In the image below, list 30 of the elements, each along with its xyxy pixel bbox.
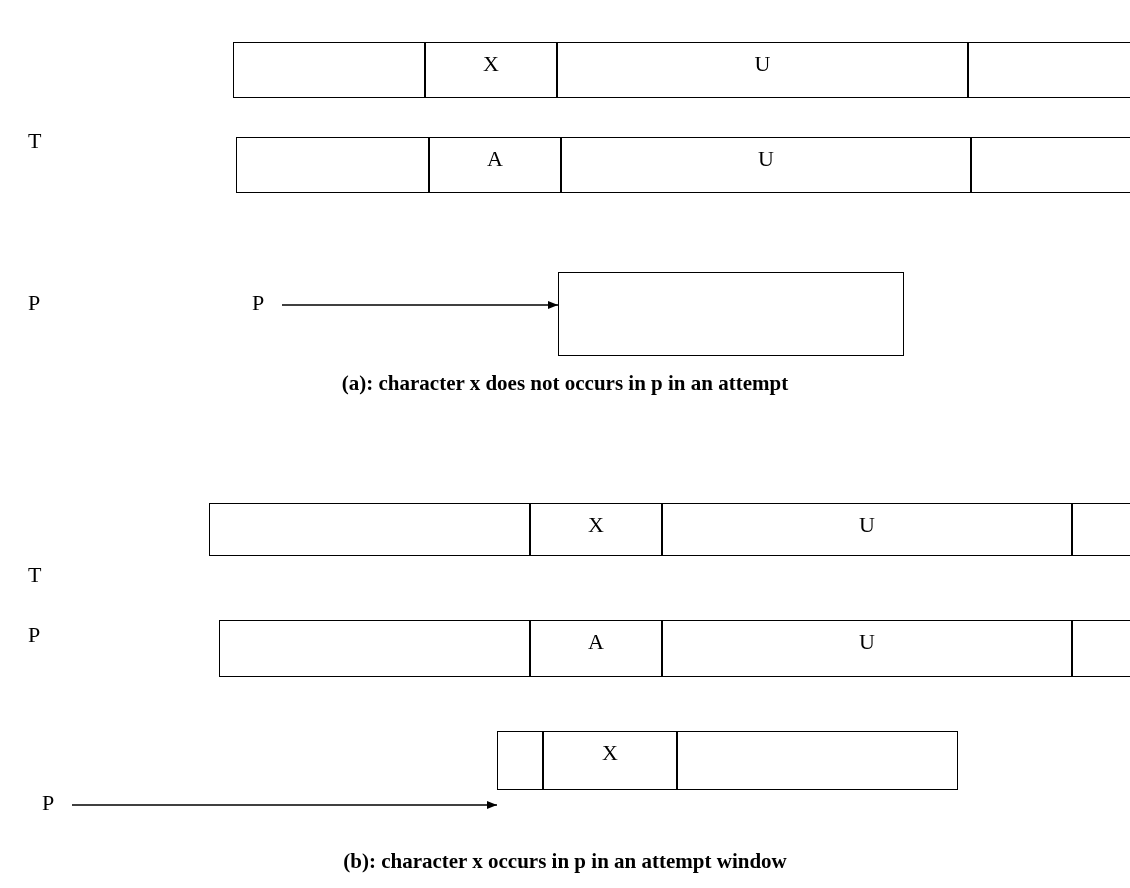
array-cell: [209, 503, 530, 556]
row-label: P: [28, 290, 41, 316]
array-cell: X: [543, 731, 677, 790]
pattern-label: P: [252, 290, 278, 320]
array-cell: A: [429, 137, 561, 193]
array-cell: [233, 42, 425, 98]
array-cell: X: [530, 503, 662, 556]
caption: (a): character x does not occurs in p in an attempt: [340, 371, 790, 396]
pattern-label: P: [42, 790, 68, 820]
array-cell: [219, 620, 530, 677]
array-cell: [497, 731, 543, 790]
array-cell: [236, 137, 429, 193]
array-cell: U: [662, 503, 1072, 556]
caption: (b): character x occurs in p in an attempt window: [342, 849, 788, 874]
array-cell: [1072, 503, 1130, 556]
row-label: P: [28, 622, 41, 648]
array-cell: [968, 42, 1130, 98]
array-cell: [1072, 620, 1130, 677]
row-label: T: [28, 128, 42, 154]
arrow: [71, 801, 498, 809]
array-cell: [558, 272, 904, 356]
row-label: T: [28, 562, 42, 588]
arrow: [281, 301, 559, 309]
array-cell: U: [557, 42, 968, 98]
array-cell: U: [662, 620, 1072, 677]
array-cell: X: [425, 42, 557, 98]
array-cell: [971, 137, 1130, 193]
array-cell: [677, 731, 958, 790]
array-cell: A: [530, 620, 662, 677]
array-cell: U: [561, 137, 971, 193]
